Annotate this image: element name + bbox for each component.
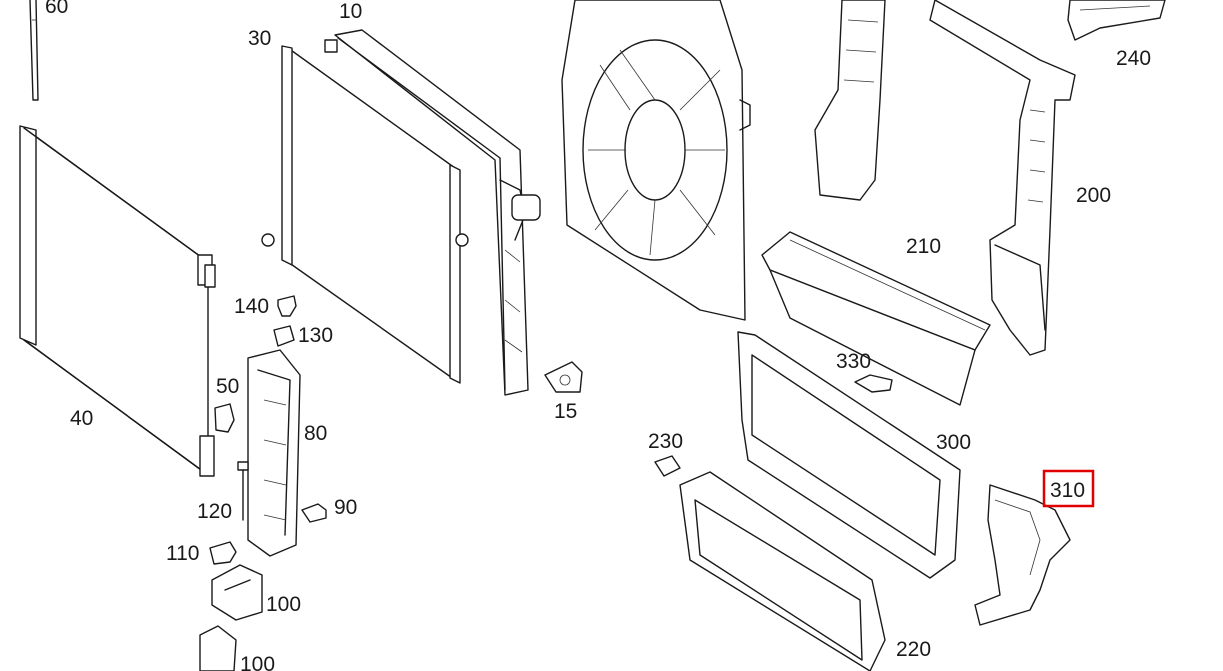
part-140-fastener xyxy=(277,295,297,317)
part-130-nut xyxy=(273,325,295,347)
part-210-louver xyxy=(761,231,991,406)
callout-120: 120 xyxy=(197,500,232,523)
callout-80: 80 xyxy=(304,422,327,445)
callout-labels: 60 10 30 240 200 210 140 130 50 40 80 15… xyxy=(45,0,1151,671)
callout-40: 40 xyxy=(70,407,93,430)
highlight-box-310 xyxy=(1042,469,1095,508)
callout-300: 300 xyxy=(936,431,971,454)
part-120-bolt xyxy=(237,461,249,521)
callout-10: 10 xyxy=(339,0,362,23)
callout-140: 140 xyxy=(234,295,269,318)
callout-130: 130 xyxy=(298,324,333,347)
part-330-bolt xyxy=(854,374,893,393)
callout-240: 240 xyxy=(1116,47,1151,70)
part-110-nut xyxy=(209,541,237,565)
part-fan-shroud xyxy=(561,0,751,321)
callout-110: 110 xyxy=(166,542,199,565)
part-40-condenser xyxy=(19,125,216,477)
part-10-radiator-tank xyxy=(324,29,541,396)
part-220-shutter xyxy=(679,471,886,671)
part-230-bolt xyxy=(654,455,681,477)
callout-50: 50 xyxy=(216,375,239,398)
part-upper-air-duct xyxy=(814,0,886,201)
part-90-bolt xyxy=(301,503,327,523)
callout-30: 30 xyxy=(248,27,271,50)
part-310-air-deflector xyxy=(974,484,1071,626)
part-15-bracket xyxy=(544,361,583,393)
part-100-mount-upper xyxy=(211,564,263,621)
callout-310: 310 xyxy=(1050,479,1085,502)
part-50-clip xyxy=(214,403,235,433)
callout-100-upper: 100 xyxy=(266,593,301,616)
part-80-side-bracket xyxy=(247,349,301,557)
callout-210: 210 xyxy=(906,235,941,258)
part-30-radiator xyxy=(261,45,469,384)
callout-330: 330 xyxy=(836,350,871,373)
part-240-upper-bracket xyxy=(1067,0,1166,41)
part-200-side-air-guide xyxy=(929,0,1076,356)
callout-200: 200 xyxy=(1076,184,1111,207)
callout-230: 230 xyxy=(648,430,683,453)
callout-100-lower: 100 xyxy=(240,653,275,671)
callout-220: 220 xyxy=(896,638,931,661)
callout-90: 90 xyxy=(334,496,357,519)
callout-15: 15 xyxy=(554,400,577,423)
part-60-strip xyxy=(29,0,39,101)
part-100-mount-lower xyxy=(199,625,237,671)
callout-60: 60 xyxy=(45,0,68,18)
part-300-grille-frame xyxy=(737,331,961,579)
